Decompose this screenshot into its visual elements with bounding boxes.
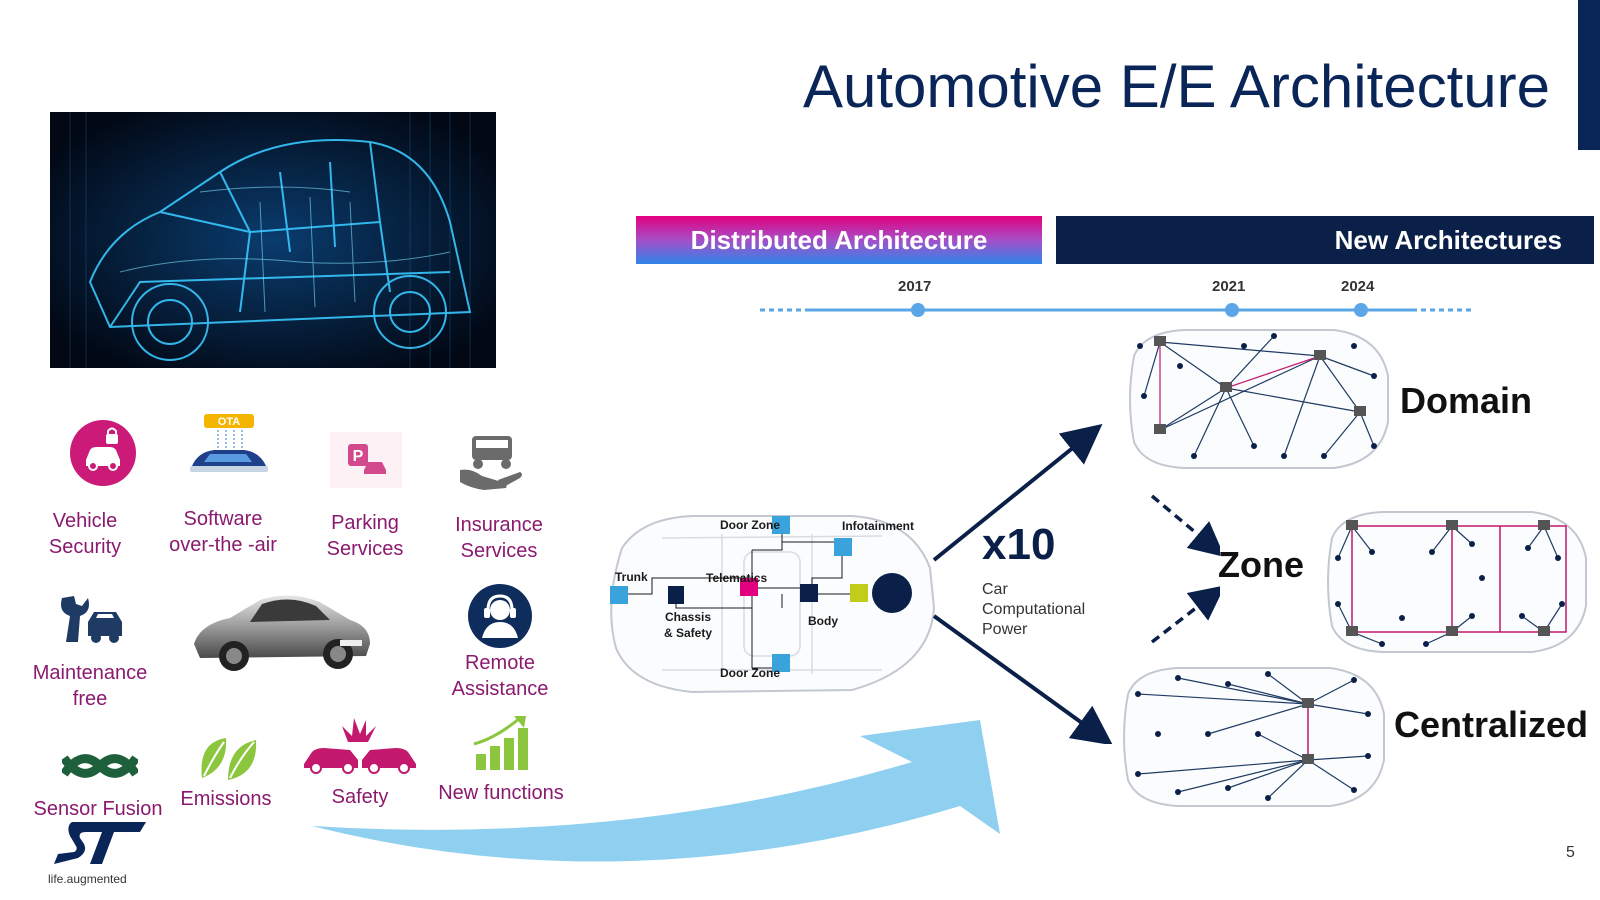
car-lock-icon [70,420,136,486]
use-case-label-parking-services: Parking Services [326,512,404,560]
label-body: Body [808,614,838,628]
ota-car-icon: OTA [186,414,270,476]
new-architectures-band: New Architectures [1056,216,1594,264]
use-case-label-safety: Safety [331,786,389,808]
st-tagline: life.augmented [48,872,127,886]
page-number: 5 [1566,844,1575,861]
wireframe-car-image [50,112,496,368]
label-infotainment: Infotainment [842,519,914,533]
zone-label: Zone [1218,544,1304,585]
distributed-car-diagram [602,508,938,700]
parking-icon: P [330,432,402,488]
crash-icon [304,716,418,776]
use-case-label-emissions: Emissions [180,788,272,810]
use-case-label-maintenance-free: Maintenance free [32,662,148,710]
distributed-architecture-label: Distributed Architecture [690,224,988,255]
label-trunk: Trunk [615,570,648,584]
transition-arrow-icon [300,716,1020,886]
insurance-hand-icon [458,430,526,496]
timeline-year-2021: 2021 [1212,278,1246,295]
label-telematics: Telematics [706,571,768,585]
label-chassis-safety: & Safety [664,626,713,640]
new-architectures-label: New Architectures [1334,224,1562,255]
zone-architecture-diagram [1322,508,1590,656]
page-title: Automotive E/E Architecture [802,53,1550,120]
label-chassis: Chassis [665,610,712,624]
centralized-architecture-diagram [1118,664,1388,810]
domain-label: Domain [1400,380,1533,421]
label-door-zone-bottom: Door Zone [720,666,780,680]
computational-line-3: Power [982,621,1028,638]
centralized-label: Centralized [1394,704,1589,745]
use-case-label-new-functions: New functions [438,782,564,804]
leaf-icon [198,734,258,784]
sports-car-image [190,584,374,676]
domain-architecture-diagram [1124,326,1392,472]
timeline [760,302,1474,318]
st-logo [52,818,148,868]
computational-line-2: Computational [982,601,1086,618]
svg-text:P: P [353,448,364,465]
distributed-architecture-band: Distributed Architecture [636,216,1042,264]
use-case-label-vehicle-security: Vehicle Security [48,510,122,558]
architecture-arrows [920,423,1226,746]
use-case-label-software-ota: Software over-the -air [169,508,277,556]
label-door-zone-top: Door Zone [720,518,780,532]
wrench-car-icon [56,592,126,648]
computational-line-1: Car [982,581,1008,598]
wireframe-car-drawing [50,112,496,368]
growth-chart-icon [472,714,530,772]
timeline-year-2017: 2017 [898,278,932,295]
use-case-label-remote-assistance: Remote Assistance [451,652,549,700]
use-case-label-sensor-fusion: Sensor Fusion [33,798,163,820]
headset-agent-icon [468,584,532,648]
use-case-label-insurance-services: Insurance Services [455,514,543,562]
accent-bar [1578,0,1600,150]
fusion-arrows-icon [60,744,140,790]
computational-multiplier: x10 [982,520,1056,569]
computational-caption: Car Computational Power [982,580,1085,640]
ota-badge: OTA [218,416,240,428]
timeline-year-2024: 2024 [1341,278,1375,295]
